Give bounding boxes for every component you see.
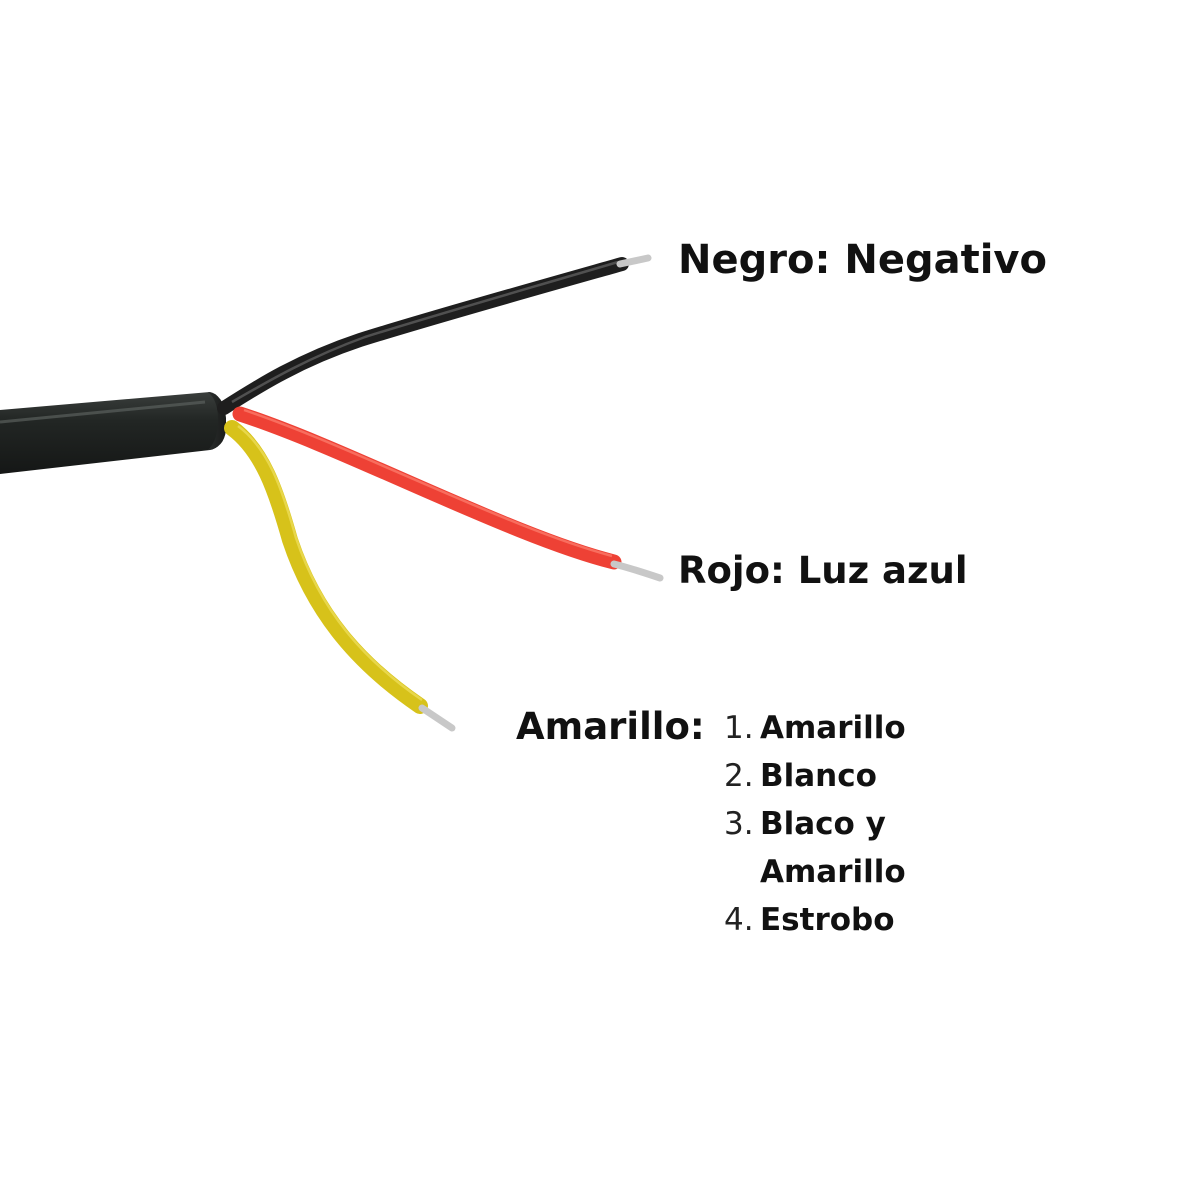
red-wire: [232, 406, 622, 570]
option-number: 3.: [724, 806, 754, 842]
yellow-wire: [224, 420, 428, 714]
option-number: 4.: [724, 902, 754, 938]
black-wire: [217, 257, 629, 415]
yellow-options-list: 1. Amarillo 2. Blanco 3. Blaco y Amarill…: [724, 704, 964, 944]
red-wire-tip: [610, 560, 664, 582]
list-item: 4. Estrobo: [724, 896, 964, 944]
option-text: Estrobo: [760, 902, 895, 938]
option-number: 2.: [724, 758, 754, 794]
yellow-wire-highlight: [237, 424, 423, 702]
option-text: Blanco: [760, 758, 877, 794]
black-wire-tip: [616, 254, 652, 268]
yellow-wire-tip: [418, 704, 456, 732]
yellow-wire-label: Amarillo:: [516, 705, 705, 748]
cable-jacket-highlight: [0, 400, 206, 424]
black-wire-label: Negro: Negativo: [678, 237, 1047, 283]
red-wire-highlight: [243, 408, 613, 558]
black-wire-highlight: [231, 260, 619, 404]
list-item: 2. Blanco: [724, 752, 964, 800]
list-item: 1. Amarillo: [724, 704, 964, 752]
option-text: Blaco y Amarillo: [760, 806, 906, 890]
list-item: 3. Blaco y Amarillo: [724, 800, 964, 896]
cable-jacket: [0, 392, 224, 474]
option-text: Amarillo: [760, 710, 906, 746]
red-wire-label: Rojo: Luz azul: [678, 549, 968, 592]
option-number: 1.: [724, 710, 754, 746]
